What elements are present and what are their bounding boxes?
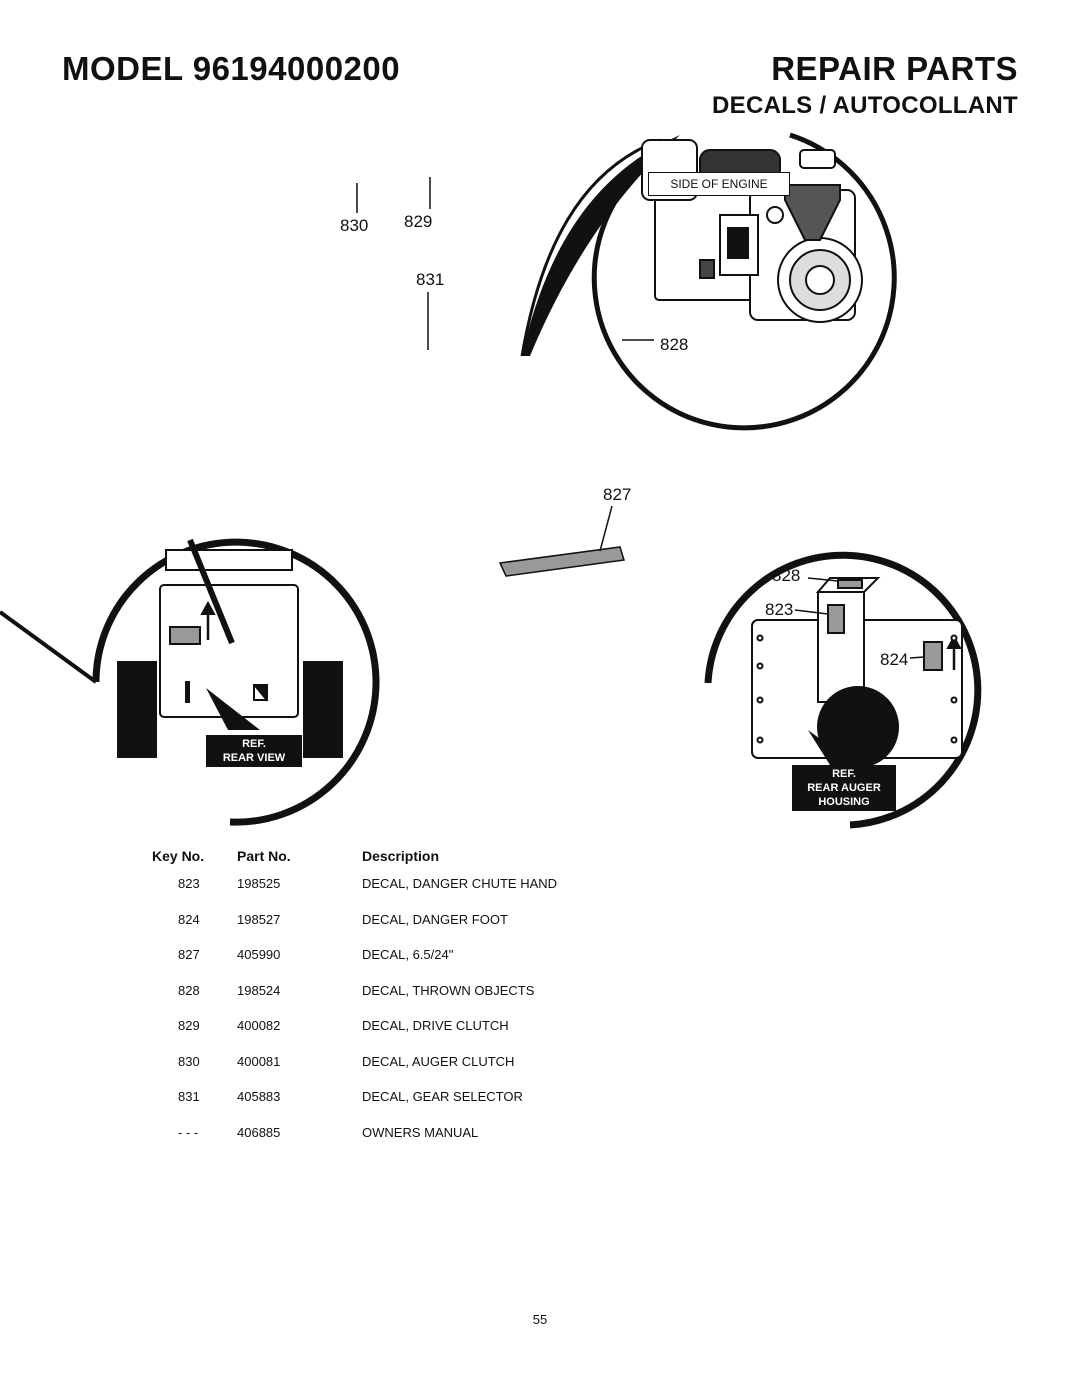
key-no-cell: 831 [178, 1089, 200, 1104]
description-cell: OWNERS MANUAL [362, 1124, 479, 1140]
engine-view-swoosh [522, 135, 680, 356]
decal-827-strip [498, 546, 625, 577]
ref-rear-view-label: REF. REAR VIEW [206, 735, 302, 767]
key-no-cell: 823 [178, 876, 200, 891]
part-no-cell: 198525 [237, 876, 281, 891]
engine-circle [591, 132, 897, 431]
ref-rear-view-line1: REF. [242, 738, 266, 750]
description-cell: DECAL, DANGER FOOT [362, 911, 508, 927]
ref-rear-auger-line3: HOUSING [818, 796, 870, 808]
key-no-cell: 830 [178, 1053, 200, 1069]
callout-823: 823 [765, 600, 794, 619]
engine-view-arc [520, 138, 661, 357]
table-row: 829 400082 DECAL, DRIVE CLUTCH [152, 1018, 557, 1054]
header-part-no: Part No. [237, 848, 291, 864]
key-no-cell: - - - [178, 1124, 199, 1140]
table-row: 827 405990 DECAL, 6.5/24" [152, 947, 557, 983]
callout-827: 827 [603, 485, 632, 504]
part-no-cell: 406885 [237, 1124, 281, 1140]
key-no-cell: 828 [178, 982, 200, 998]
header-description: Description [362, 848, 440, 864]
table-row: 831 405883 DECAL, GEAR SELECTOR [152, 1089, 557, 1125]
table-row: 823 198525 DECAL, DANGER CHUTE HAND [152, 876, 557, 912]
part-no-cell: 400081 [237, 1053, 281, 1069]
description-cell: DECAL, DANGER CHUTE HAND [362, 876, 558, 891]
ref-rear-auger-housing-label: REF. REAR AUGER HOUSING [792, 765, 896, 811]
table-row: 830 400081 DECAL, AUGER CLUTCH [152, 1054, 557, 1090]
callout-828-right: 828 [772, 566, 801, 585]
part-no-cell: 405883 [237, 1089, 281, 1104]
key-no-cell: 829 [178, 1018, 200, 1033]
part-no-cell: 198524 [237, 982, 281, 998]
callout-828-top: 828 [660, 335, 689, 354]
description-cell: DECAL, 6.5/24" [362, 947, 454, 962]
key-no-cell: 827 [178, 947, 200, 962]
ref-rear-view-line2: REAR VIEW [222, 752, 286, 764]
section-title: REPAIR PARTS [771, 50, 1018, 87]
description-cell: DECAL, GEAR SELECTOR [362, 1089, 523, 1104]
description-cell: DECAL, DRIVE CLUTCH [362, 1018, 509, 1033]
parts-table: Key No. Part No. Description 823 198525 … [152, 848, 557, 1160]
page-number: 55 [532, 1312, 548, 1327]
ref-rear-auger-line1: REF. [832, 768, 856, 780]
parts-table-header: Key No. Part No. Description [152, 848, 557, 876]
description-cell: DECAL, THROWN OBJECTS [362, 982, 535, 998]
description-cell: DECAL, AUGER CLUTCH [362, 1053, 515, 1069]
auger-housing-drawing [751, 577, 963, 768]
subsection-title: DECALS / AUTOCOLLANT [712, 92, 1018, 119]
table-row: - - - 406885 OWNERS MANUAL [152, 1125, 557, 1161]
callout-830: 830 [340, 216, 369, 235]
rear-view-drawing [117, 538, 343, 758]
model-title: MODEL 96194000200 [62, 50, 401, 87]
auger-view-arc [704, 551, 982, 829]
callout-831: 831 [416, 270, 445, 289]
table-row: 824 198527 DECAL, DANGER FOOT [152, 912, 557, 948]
callout-829: 829 [404, 212, 433, 231]
callout-824: 824 [880, 650, 909, 669]
table-row: 828 198524 DECAL, THROWN OBJECTS [152, 983, 557, 1019]
part-no-cell: 400082 [237, 1018, 281, 1033]
ref-rear-auger-line2: REAR AUGER [807, 782, 881, 794]
key-no-cell: 824 [178, 911, 200, 927]
header-key-no: Key No. [152, 848, 205, 864]
part-no-cell: 405990 [237, 947, 281, 962]
rear-view-arc [92, 538, 380, 826]
decal-location-diagram [0, 132, 982, 829]
side-of-engine-label: SIDE OF ENGINE [648, 172, 790, 196]
engine-drawing [641, 139, 863, 323]
part-no-cell: 198527 [237, 911, 281, 927]
